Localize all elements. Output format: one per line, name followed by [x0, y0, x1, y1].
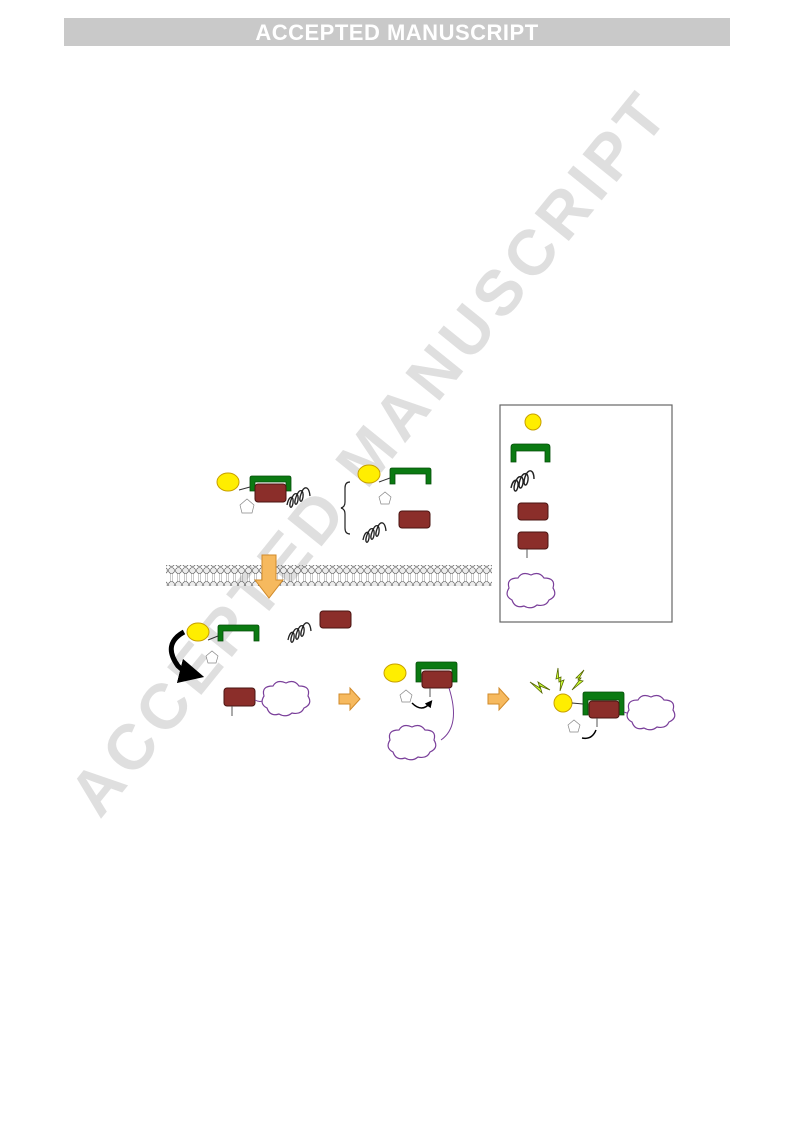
pentagon-ring-icon — [378, 491, 392, 505]
pentagon-ring-icon — [239, 498, 255, 514]
green-bracket-icon — [249, 475, 292, 492]
coil-icon — [362, 522, 387, 543]
ligand-yellow-icon — [357, 464, 381, 484]
step-arrow-icon — [338, 686, 361, 712]
cloud-icon — [261, 680, 311, 717]
red-block-icon — [398, 510, 431, 529]
legend-yellow-circle-icon — [524, 413, 542, 431]
curved-arrow-icon — [168, 629, 205, 684]
red-block-icon — [588, 700, 620, 719]
lightning-icon — [529, 681, 551, 695]
brace-icon — [340, 481, 351, 535]
step-3-fluorescent-complex — [529, 667, 676, 740]
coil-icon — [286, 487, 311, 508]
ligand-yellow-icon — [553, 693, 573, 713]
step-arrow-icon — [487, 686, 510, 712]
red-block-icon — [223, 687, 256, 707]
red-block-icon — [254, 483, 287, 503]
complex-split — [340, 464, 432, 543]
pentagon-ring-icon — [205, 650, 219, 664]
legend-red-block-icon — [517, 502, 549, 521]
green-bracket-icon — [582, 691, 625, 716]
legend-green-bracket-icon — [510, 443, 551, 463]
ligand-yellow-icon — [383, 663, 407, 683]
pentagon-ring-icon — [567, 719, 581, 733]
legend-box — [499, 404, 673, 623]
legend-red-block-with-tail-icon — [517, 531, 549, 550]
ligand-yellow-icon — [216, 472, 240, 492]
cloud-icon — [387, 724, 437, 761]
ligand-yellow-icon — [186, 622, 210, 642]
green-bracket-icon — [217, 624, 260, 642]
legend-coil-icon — [510, 470, 535, 492]
green-bracket-icon — [415, 661, 458, 683]
banner: ACCEPTED MANUSCRIPT — [64, 18, 730, 46]
red-block-icon — [421, 670, 453, 689]
lipid-membrane — [166, 565, 492, 586]
green-bracket-icon — [389, 467, 432, 485]
legend-cloud-icon — [506, 572, 556, 609]
step-1-tagged-protein — [223, 680, 311, 717]
lightning-icon — [571, 669, 585, 691]
cloud-icon — [626, 694, 676, 731]
pentagon-ring-icon — [399, 689, 413, 703]
transport-arrow-icon — [253, 554, 285, 599]
red-block-icon — [319, 610, 352, 629]
complex-intact — [216, 472, 311, 514]
coil-icon — [287, 622, 312, 643]
lightning-icon — [555, 667, 565, 692]
banner-text: ACCEPTED MANUSCRIPT — [255, 20, 539, 45]
complex-below-membrane — [168, 610, 352, 684]
step-2-reassembly — [383, 661, 458, 761]
curved-arrow-icon — [411, 700, 433, 709]
